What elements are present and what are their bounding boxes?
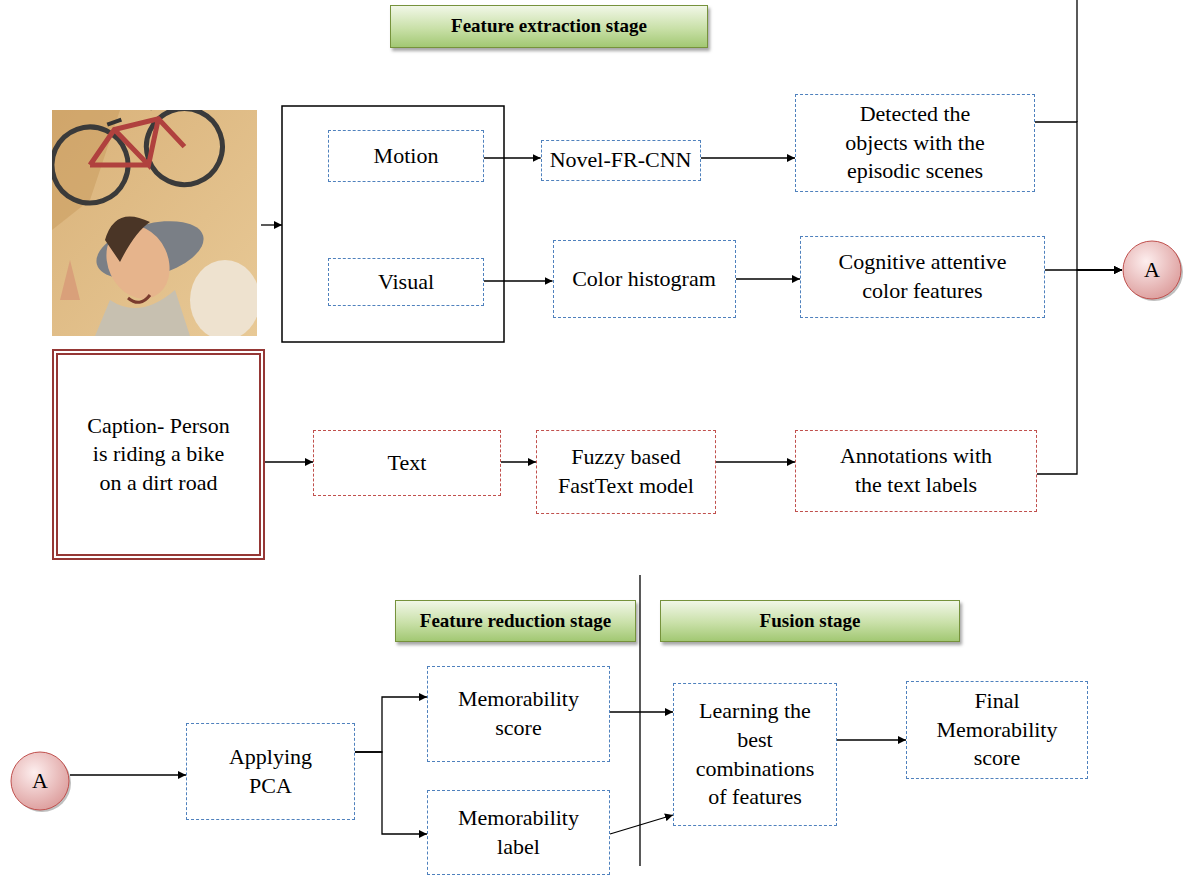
node-label: Final Memorability score: [927, 687, 1067, 773]
bus-line: [1076, 0, 1077, 122]
stage-banner: Feature reduction stage: [395, 600, 636, 642]
stage-title: Feature extraction stage: [451, 14, 647, 39]
node-label: Fuzzy based FastText model: [545, 443, 707, 500]
flow-arrow: [484, 157, 541, 158]
input-box: Text: [313, 430, 501, 496]
stage-title: Feature reduction stage: [420, 609, 611, 634]
output-box: Detected the objects with the episodic s…: [795, 94, 1035, 192]
caption-box: Caption- Person is riding a bike on a di…: [52, 349, 265, 560]
flow-arrow: [501, 461, 536, 462]
node-label: Color histogram: [562, 265, 727, 294]
result-box: Final Memorability score: [906, 681, 1088, 779]
flow-arrow: [837, 739, 906, 740]
face: [95, 215, 181, 309]
node-label: Caption- Person is riding a bike on a di…: [86, 412, 231, 498]
flow-arrow: [610, 815, 673, 834]
flow-arrow: [1037, 270, 1122, 474]
output-box: Memorability score: [427, 666, 610, 762]
scarf: [95, 290, 190, 336]
flow-arrow: [736, 278, 801, 279]
photo-illustration: [52, 110, 257, 336]
process-box: Novel-FR-CNN: [541, 140, 701, 181]
hair: [105, 216, 150, 262]
output-box: Memorability label: [427, 790, 610, 875]
circle-outline: [11, 752, 69, 810]
flow-arrow: [1035, 122, 1122, 270]
flow-arrow: [355, 697, 427, 752]
stage-banner: Feature extraction stage: [390, 5, 708, 48]
node-label: Annotations with the text labels: [827, 442, 1005, 499]
node-label: Learning the best combinations of featur…: [685, 697, 825, 811]
node-label: Visual: [378, 268, 434, 297]
flow-arrow: [701, 157, 795, 158]
arm: [60, 260, 80, 300]
input-box: Visual: [328, 258, 484, 306]
process-box: Applying PCA: [186, 723, 355, 820]
node-label: Memorability score: [449, 685, 589, 742]
flow-arrow: [355, 752, 427, 834]
node-label: Detected the objects with the episodic s…: [829, 100, 1001, 186]
flow-arrow: [610, 711, 673, 712]
process-box: Fuzzy based FastText model: [536, 430, 716, 514]
node-label: Cognitive attentive color features: [820, 248, 1025, 305]
hand: [190, 260, 257, 336]
node-label: Applying PCA: [215, 743, 327, 800]
stage-banner: Fusion stage: [660, 600, 960, 642]
stage-title: Fusion stage: [760, 609, 861, 634]
input-group-box: [282, 106, 504, 342]
connector-letter: A: [32, 767, 48, 796]
node-label: Motion: [374, 142, 439, 171]
node-label: Text: [388, 449, 427, 478]
output-box: Cognitive attentive color features: [800, 236, 1045, 318]
mouth: [128, 295, 150, 302]
bicycle: [52, 110, 233, 228]
process-box: Color histogram: [553, 240, 736, 318]
connector-circle: A: [1122, 240, 1182, 300]
circle-outline: [1123, 241, 1181, 299]
process-box: Learning the best combinations of featur…: [673, 683, 837, 826]
input-arrow: [261, 224, 282, 225]
flow-arrow: [265, 461, 313, 462]
connector-letter: A: [1144, 256, 1160, 285]
flow-arrow: [70, 774, 186, 775]
node-label: Memorability label: [449, 804, 589, 861]
input-box: Motion: [328, 130, 484, 182]
flow-arrow: [484, 280, 553, 281]
connector-circle: A: [10, 751, 70, 811]
output-box: Annotations with the text labels: [795, 430, 1037, 512]
flow-arrow: [716, 461, 795, 462]
stage-divider: [639, 575, 640, 866]
node-label: Novel-FR-CNN: [550, 146, 692, 175]
